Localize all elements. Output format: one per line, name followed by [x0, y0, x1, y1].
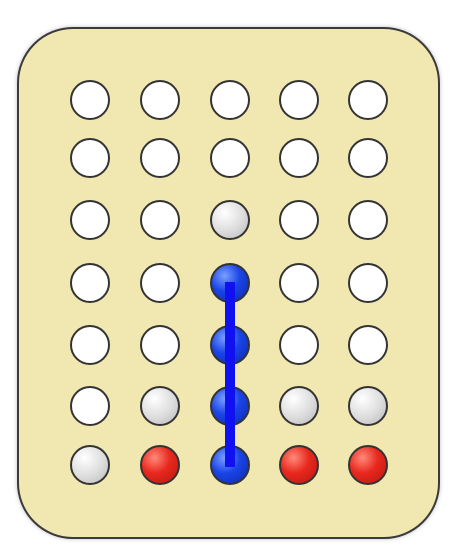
board-cell-r5-c5-empty[interactable] — [348, 325, 388, 365]
board-cell-r4-c5-empty[interactable] — [348, 263, 388, 303]
board-cell-r5-c4-empty[interactable] — [279, 325, 319, 365]
board-cell-r5-c1-empty[interactable] — [70, 325, 110, 365]
board-cell-r3-c1-empty[interactable] — [70, 200, 110, 240]
board-cell-r1-c1-empty[interactable] — [70, 80, 110, 120]
board-cell-r6-c5-hint[interactable] — [348, 386, 388, 426]
board-cell-r3-c5-empty[interactable] — [348, 200, 388, 240]
board-cell-r2-c4-empty[interactable] — [279, 138, 319, 178]
board-cell-r1-c4-empty[interactable] — [279, 80, 319, 120]
board-cell-r2-c2-empty[interactable] — [140, 138, 180, 178]
board-cell-r7-c2-red[interactable] — [140, 445, 180, 485]
board-cell-r3-c4-empty[interactable] — [279, 200, 319, 240]
board-cell-r2-c3-empty[interactable] — [210, 138, 250, 178]
board-cell-r7-c4-red[interactable] — [279, 445, 319, 485]
board-cell-r4-c2-empty[interactable] — [140, 263, 180, 303]
board-cell-r5-c2-empty[interactable] — [140, 325, 180, 365]
board-cell-r3-c2-empty[interactable] — [140, 200, 180, 240]
board-cell-r4-c4-empty[interactable] — [279, 263, 319, 303]
winning-line — [225, 282, 235, 467]
board-cell-r2-c5-empty[interactable] — [348, 138, 388, 178]
board-cell-r7-c5-red[interactable] — [348, 445, 388, 485]
board-cell-r2-c1-empty[interactable] — [70, 138, 110, 178]
board-cell-r1-c3-empty[interactable] — [210, 80, 250, 120]
board-cell-r6-c2-hint[interactable] — [140, 386, 180, 426]
board-cell-r1-c2-empty[interactable] — [140, 80, 180, 120]
board-cell-r6-c1-empty[interactable] — [70, 386, 110, 426]
board-cell-r3-c3-hint[interactable] — [210, 200, 250, 240]
board-cell-r4-c1-empty[interactable] — [70, 263, 110, 303]
board-cell-r7-c1-hint[interactable] — [70, 445, 110, 485]
board-cell-r6-c4-hint[interactable] — [279, 386, 319, 426]
board-cell-r1-c5-empty[interactable] — [348, 80, 388, 120]
